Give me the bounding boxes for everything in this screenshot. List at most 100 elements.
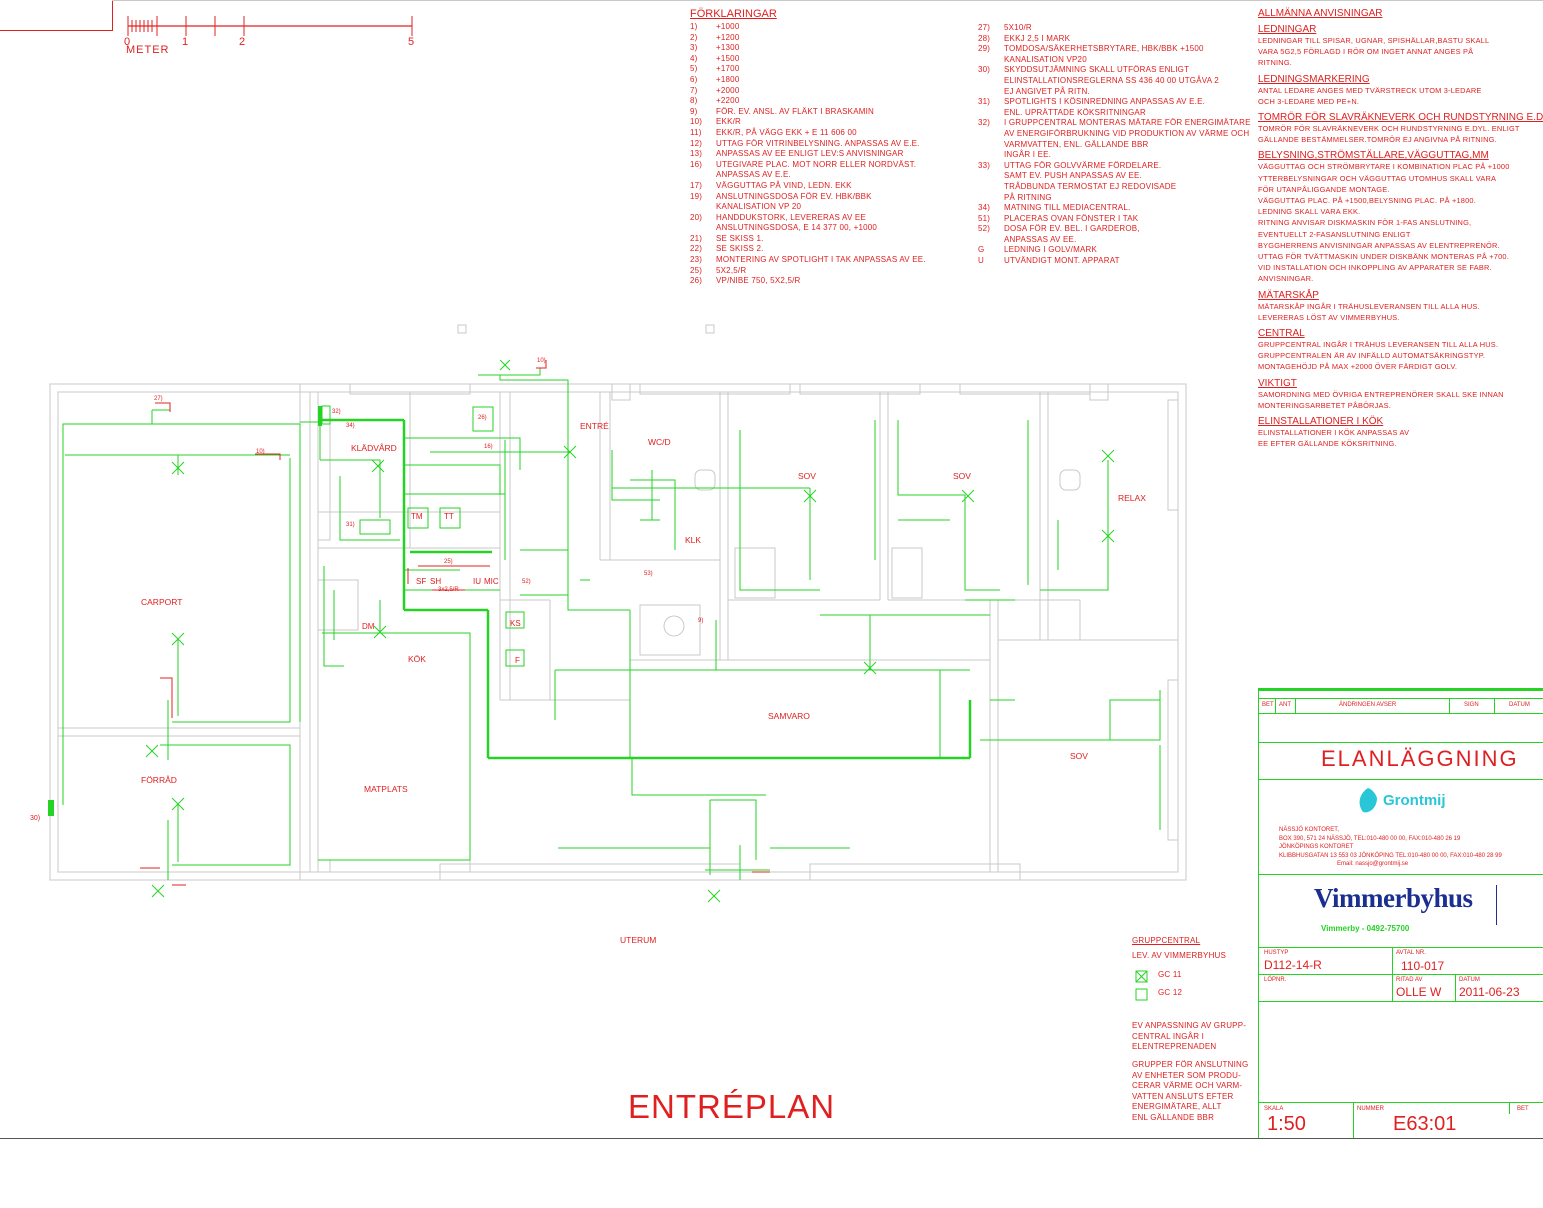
legend-col2-item-text: ELINSTALLATIONSREGLERNA SS 436 40 00 UTG… xyxy=(1004,75,1219,85)
datum-value: 2011-06-23 xyxy=(1459,985,1520,999)
legend-col1-item: 1)+1000 xyxy=(690,22,926,33)
legend-col2-item-number: G xyxy=(978,245,985,255)
instruction-heading: LEDNINGAR xyxy=(1258,24,1317,35)
instruction-line: ANVISNINGAR. xyxy=(1258,274,1314,284)
office-addresses: NÄSSJÖ KONTORET,BOX 390, 571 24 NÄSSJÖ, … xyxy=(1279,826,1502,869)
gc-item-11: GC 11 xyxy=(1158,970,1182,979)
legend-col2-item-number xyxy=(978,87,1004,98)
instruction-line: TOMRÖR FÖR SLAVRÄKNEVERK OCH RUNDSTYRNIN… xyxy=(1258,124,1520,134)
legend-col1-item: 16)UTEGIVARE PLAC. MOT NORR ELLER NORDVÄ… xyxy=(690,160,926,171)
instructions-title: ALLMÄNNA ANVISNINGAR xyxy=(1258,8,1383,19)
label-f: F xyxy=(515,656,520,665)
instruction-heading: TOMRÖR FÖR SLAVRÄKNEVERK OCH RUNDSTYRNIN… xyxy=(1258,112,1543,124)
legend-col2-item-text: MATNING TILL MEDIACENTRAL. xyxy=(1004,203,1131,213)
legend-col2-item-text: UTTAG FÖR GOLVVÄRME FÖRDELARE. xyxy=(1004,160,1162,170)
legend-col1-item-text: +1800 xyxy=(716,74,740,84)
grontmij-leaf-icon xyxy=(1359,788,1377,813)
legend-col2-item: INGÅR I EE. xyxy=(978,150,1251,161)
legend-col2-item-number xyxy=(978,129,1004,140)
legend-col2-item: EJ ANGIVET PÅ RITN. xyxy=(978,87,1251,98)
gc-note-line: EV ANPASSNING AV GRUPP- xyxy=(1132,1021,1247,1030)
room-sov-1: SOV xyxy=(798,471,816,481)
instruction-line: FÖR UTANPÅLIGGANDE MONTAGE. xyxy=(1258,184,1390,194)
rev-sign: SIGN xyxy=(1464,702,1479,708)
legend-col1-item-text: SE SKISS 2. xyxy=(716,244,764,254)
legend-col2-item: 34)MATNING TILL MEDIACENTRAL. xyxy=(978,203,1251,214)
skala-value: 1:50 xyxy=(1267,1113,1306,1135)
legend-col1-item-number: 4) xyxy=(690,53,698,63)
legend-col2-item-text: SKYDDSUTJÄMNING SKALL UTFÖRAS ENLIGT xyxy=(1004,65,1190,75)
legend-col1-item-number: 25) xyxy=(690,265,703,275)
room-kladvard: KLÄDVÅRD xyxy=(351,443,397,453)
room-entre: ENTRÉ xyxy=(580,421,609,431)
legend-col2-item: VARMVATTEN, ENL. GÄLLANDE BBR xyxy=(978,140,1251,151)
instruction-line: RITNING ANVISAR DISKMASKIN FÖR 1-FAS ANS… xyxy=(1258,218,1472,228)
room-wcd: WC/D xyxy=(648,437,671,447)
legend-col2-item: TRÅDBUNDA TERMOSTAT EJ REDOVISADE xyxy=(978,182,1251,193)
legend-col2-item: 51)PLACERAS OVAN FÖNSTER I TAK xyxy=(978,214,1251,225)
legend-col1-item-number: 21) xyxy=(690,233,703,243)
legend-col1-item-number: 12) xyxy=(690,138,703,148)
legend-col1-item: 20)HANDDUKSTORK, LEVERERAS AV EE xyxy=(690,213,926,224)
scale-tick-0: 0 xyxy=(124,36,131,48)
avtal-label: AVTAL NR. xyxy=(1396,950,1426,956)
legend-col1-item: 23)MONTERING AV SPOTLIGHT I TAK ANPASSAS… xyxy=(690,255,926,266)
gc-item-12: GC 12 xyxy=(1158,988,1183,997)
instruction-line: EE EFTER GÄLLANDE KÖKSRITNING. xyxy=(1258,439,1397,449)
legend-col1-item-number: 17) xyxy=(690,180,703,190)
legend-col2-item-number xyxy=(978,182,1004,193)
legend-col2-item-text: SAMT EV. PUSH ANPASSAS AV EE. xyxy=(1004,171,1143,181)
legend-col2-item: 31)SPOTLIGHTS I KÖSINREDNING ANPASSAS AV… xyxy=(978,97,1251,108)
label-31: 31) xyxy=(346,522,355,528)
instruction-line: RITNING. xyxy=(1258,58,1293,68)
gc-subtitle: LEV. AV VIMMERBYHUS xyxy=(1132,950,1227,960)
legend-col1-item-text: +1300 xyxy=(716,43,740,53)
office-address-line: BOX 390, 571 24 NÄSSJÖ, TEL:010-480 00 0… xyxy=(1279,835,1461,842)
instruction-line: MÄTARSKÅP INGÅR I TRÄHUSLEVERANSEN TILL … xyxy=(1258,301,1480,311)
grontmij-logo: Grontmij xyxy=(1355,786,1446,821)
legend-col1-item: ANPASSAS AV E.E. xyxy=(690,170,926,181)
group-central: GRUPPCENTRAL LEV. AV VIMMERBYHUS GC 11 G… xyxy=(1132,936,1248,1122)
legend-col1-item: 13)ANPASSAS AV EE ENLIGT LEV:S ANVISNING… xyxy=(690,149,926,160)
rev-datum: DATUM xyxy=(1509,702,1530,708)
room-kok: KÖK xyxy=(408,654,426,664)
legend-col1-item: 4) +1500 xyxy=(690,54,926,65)
legend-col1-item-text: ANSLUTNINGSDOSA FÖR EV. HBK/BBK xyxy=(716,191,872,201)
legend-col2: 27)5x10/R28)EKKJ 2,5 I MARK29)TOMDOSA/SÄ… xyxy=(978,23,1251,267)
office-address-line: KLIBBHUSGATAN 13 553 03 JÖNKÖPING TEL:01… xyxy=(1279,852,1502,859)
title-block-top-rule xyxy=(1259,688,1543,691)
legend-col2-item-text: TRÅDBUNDA TERMOSTAT EJ REDOVISADE xyxy=(1004,181,1177,191)
legend-col2-item: 52)DOSA FÖR EV. BEL. I GARDEROB, xyxy=(978,224,1251,235)
datum-label: DATUM xyxy=(1459,977,1480,983)
legend-col1-item: 25)5x2,5/R xyxy=(690,266,926,277)
legend-col1-item-number: 13) xyxy=(690,149,703,159)
lopnr-label: LÖPNR. xyxy=(1264,977,1287,983)
label-52: 52) xyxy=(522,579,531,585)
legend-col2-item-text: VARMVATTEN, ENL. GÄLLANDE BBR xyxy=(1004,139,1149,149)
legend-col1-item: 11)EKK/R, PÅ VÄGG EKK + E 11 606 00 xyxy=(690,128,926,139)
label-mic: MIC xyxy=(484,577,499,586)
instruction-heading: LEDNINGSMARKERING xyxy=(1258,73,1370,85)
instruction-line: VÄGGUTTAG PLAC. PÅ +1500,BELYSNING PLAC.… xyxy=(1258,196,1476,206)
legend-col2-item-number: 28) xyxy=(978,33,991,43)
legend-col1-item-text: +1500 xyxy=(716,53,740,63)
instruction-line: GRUPPCENTRAL INGÅR I TRÄHUS LEVERANSEN T… xyxy=(1258,340,1499,350)
instruction-heading: CENTRAL xyxy=(1258,328,1305,340)
legend-col1-item-number: 16) xyxy=(690,159,703,169)
legend-col1-item-number: 9) xyxy=(690,106,698,116)
legend-col2-item-text: EJ ANGIVET PÅ RITN. xyxy=(1004,86,1090,96)
label-34: 34) xyxy=(346,423,355,429)
legend-right: 27)5x10/R28)EKKJ 2,5 I MARK29)TOMDOSA/SÄ… xyxy=(978,23,1251,267)
legend-col1-item-number: 22) xyxy=(690,244,703,254)
legend-col1-item: 5)+1700 xyxy=(690,64,926,75)
legend-col2-item: ELINSTALLATIONSREGLERNA SS 436 40 00 UTG… xyxy=(978,76,1251,87)
instruction-heading: MÄTARSKÅP xyxy=(1258,289,1319,301)
legend-col1-item-number: 8) xyxy=(690,96,698,106)
label-26: 26) xyxy=(478,415,487,421)
office-address-line: JÖNKÖPINGS KONTORET xyxy=(1279,844,1354,851)
instruction-line: LEDNING SKALL VARA EKK. xyxy=(1258,207,1361,217)
room-samvaro: SAMVARO xyxy=(768,711,810,721)
